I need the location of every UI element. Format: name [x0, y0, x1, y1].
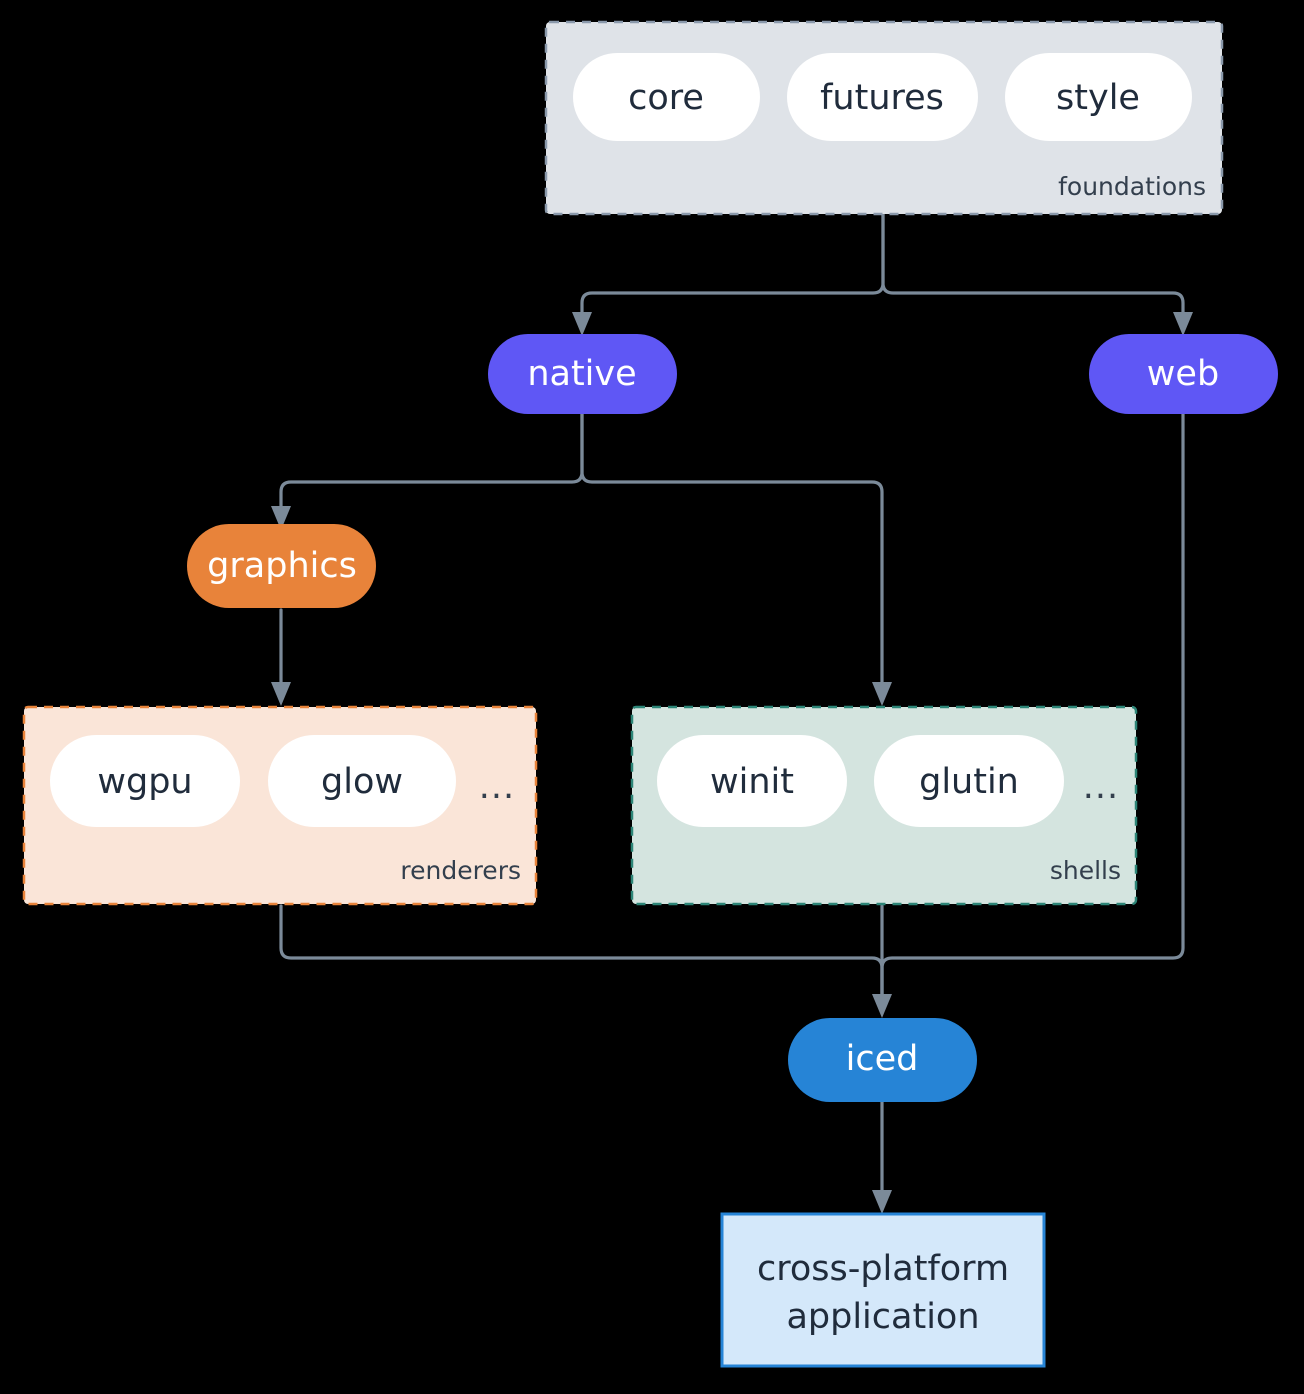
node-native[interactable]: native [488, 334, 677, 414]
node-glow-shape[interactable] [268, 735, 456, 827]
node-style-shape[interactable] [1005, 53, 1192, 141]
renderers-ellipsis: ... [479, 767, 515, 807]
edge-web-to-iced [880, 412, 1185, 1002]
arrowhead-shells [872, 682, 892, 706]
node-graphics[interactable]: graphics [187, 524, 376, 608]
cluster-renderers-label: renderers [400, 856, 521, 885]
node-glutin-label: glutin [919, 762, 1019, 802]
node-iced[interactable]: iced [788, 1018, 977, 1102]
node-web-label: web [1147, 354, 1219, 394]
node-wgpu-shape[interactable] [50, 735, 240, 827]
node-futures-shape[interactable] [787, 53, 978, 141]
shells-ellipsis: ... [1083, 767, 1119, 807]
node-winit-label: winit [710, 762, 794, 802]
node-graphics-label: graphics [207, 546, 357, 586]
cluster-shells: winit glutin ... shells [630, 705, 1138, 906]
node-graphics-shape[interactable] [187, 524, 376, 608]
node-wgpu-label: wgpu [97, 762, 192, 802]
node-application[interactable]: cross-platform application [720, 1212, 1046, 1368]
arrowhead-native [572, 312, 592, 336]
cluster-foundations-label: foundations [1058, 172, 1206, 201]
arrowhead-application [872, 1190, 892, 1214]
cluster-renderers: wgpu glow ... renderers [22, 705, 538, 906]
cluster-foundations: core futures style foundations [544, 20, 1224, 216]
node-web-shape[interactable] [1089, 334, 1278, 414]
node-winit-shape[interactable] [657, 735, 847, 827]
node-native-label: native [527, 354, 636, 394]
arrowhead-iced [872, 994, 892, 1018]
node-futures-label: futures [820, 78, 944, 118]
node-application-shape[interactable] [720, 1212, 1046, 1368]
edge-foundations-split [580, 212, 885, 320]
node-glutin-shape[interactable] [874, 735, 1064, 827]
node-iced-shape[interactable] [788, 1018, 977, 1102]
edge-native-to-graphics [279, 412, 584, 514]
node-iced-label: iced [846, 1039, 919, 1079]
edge-layer [271, 212, 1193, 1214]
node-core-label: core [628, 78, 704, 118]
edge-renderers-to-iced [279, 904, 884, 1002]
node-core-shape[interactable] [573, 53, 760, 141]
arrowhead-renderers [271, 682, 291, 706]
arrowhead-web [1173, 312, 1193, 336]
node-native-shape[interactable] [488, 334, 677, 414]
edge-native-to-shells [580, 412, 884, 688]
edge-foundations-to-web [881, 212, 1185, 320]
node-web[interactable]: web [1089, 334, 1278, 414]
cluster-shells-label: shells [1050, 856, 1121, 885]
node-application-label-line2: application [786, 1297, 979, 1337]
node-style-label: style [1056, 78, 1140, 118]
node-application-label-line1: cross-platform [757, 1249, 1009, 1289]
node-glow-label: glow [321, 762, 403, 802]
arrowhead-graphics [271, 506, 291, 530]
